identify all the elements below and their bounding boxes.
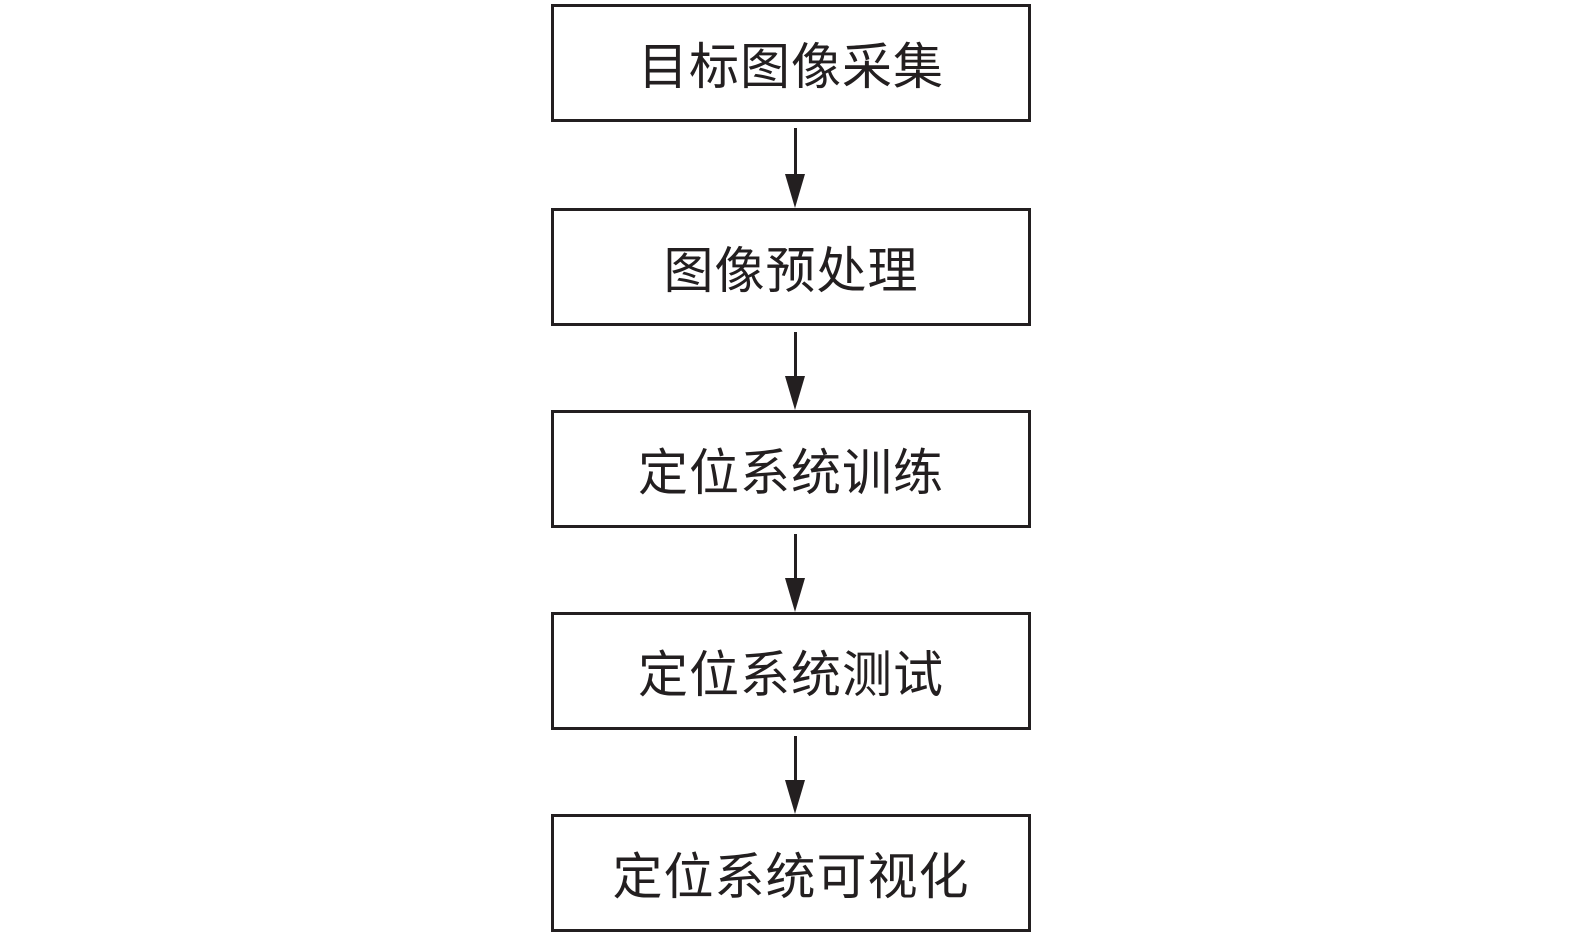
arrow-head-icon xyxy=(785,174,805,208)
step-system-testing: 定位系统测试 xyxy=(551,612,1031,730)
arrow-head-icon xyxy=(785,578,805,612)
arrow-shaft xyxy=(793,128,797,178)
step-label: 图像预处理 xyxy=(663,242,919,300)
arrow-head-icon xyxy=(785,780,805,814)
arrow-shaft xyxy=(793,332,797,380)
arrow-head-icon xyxy=(785,376,805,410)
step-label: 定位系统测试 xyxy=(638,646,944,704)
step-system-training: 定位系统训练 xyxy=(551,410,1031,528)
arrow-shaft xyxy=(793,534,797,582)
step-system-visualization: 定位系统可视化 xyxy=(551,814,1031,932)
step-label: 定位系统可视化 xyxy=(612,848,970,906)
arrow-shaft xyxy=(793,736,797,784)
step-image-preprocessing: 图像预处理 xyxy=(551,208,1031,326)
step-label: 定位系统训练 xyxy=(638,444,944,502)
step-image-acquisition: 目标图像采集 xyxy=(551,4,1031,122)
step-label: 目标图像采集 xyxy=(638,38,944,96)
